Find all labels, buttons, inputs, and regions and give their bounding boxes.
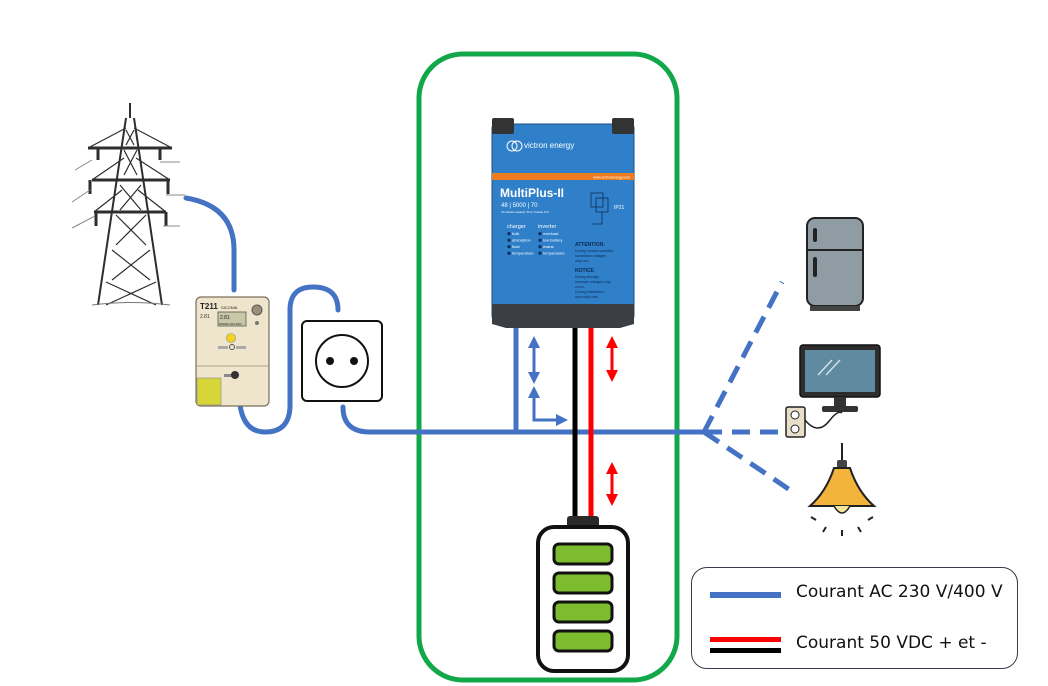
power-outlet-icon [785,406,806,438]
branch-to-fridge [701,280,785,434]
wall-socket-icon [301,320,383,402]
attention-title: ATTENTION: [575,242,605,248]
inverter-subspec: AC transfer capacity: 50 A | Inverter 12… [501,210,549,214]
inverter-website: www.victronenergy.com [593,176,630,180]
charger-led-icon [507,245,511,249]
branch-to-lamp [702,429,792,493]
victron-logo-icon [506,140,523,152]
notice-line: opvoudig oute. [575,295,599,299]
inverter-ip-rating: IP21 [614,205,625,211]
inverter-spec: 48 | 5000 | 70 [501,203,538,209]
battery-cells [552,542,614,653]
battery-cell [552,629,614,653]
power-pylon-icon [71,103,185,306]
battery-cell [552,571,614,595]
legend-ac-swatch [710,592,781,598]
attention-line: hazardous voltages [575,254,606,258]
inverter-led-label: mains [543,244,554,249]
notice-line: During installation, [575,290,605,294]
battery-cell [552,600,614,624]
ac-transfer-symbol-icon [590,192,609,225]
legend-dc-negative-swatch [710,648,781,653]
ac-bypass-arrow [528,386,568,426]
inverter-led-icon [538,245,542,249]
meter-display-line1: 2.81 [220,315,230,321]
ac-flow-arrows [528,336,568,426]
charger-label: charger [507,224,526,230]
ac-wiring [183,195,707,435]
notice-line: occur. [575,285,585,289]
system-boundary [416,51,680,683]
legend-ac-label: Courant AC 230 V/400 V [796,582,1003,602]
charger-led-label: bulk [512,231,519,236]
inverter-led-icon [538,238,542,242]
multiplus-inverter: www.victronenergy.com victron energy Mul… [491,118,635,328]
inverter-brand: victron energy [524,141,574,150]
inverter-label: inverter [538,224,557,230]
television-icon [799,344,881,429]
notice-title: NOTICE [575,268,595,274]
inverter-model: MultiPlus-II [500,186,564,200]
legend-dc-label: Courant 50 VDC + et - [796,633,987,653]
charger-led-label: float [512,244,520,249]
meter-model: T211 [200,302,218,311]
legend-dc-positive-swatch [710,637,781,642]
inverter-led-label: overload [543,231,558,236]
ac-line-pylon-to-meter [183,195,237,293]
ceiling-lamp-icon [807,443,877,536]
inverter-led-icon [538,251,542,255]
electricity-meter: T211 SICONIA 2.81 2.81 000000.024 kWh [195,296,270,407]
charger-led-icon [507,232,511,236]
meter-display-line2: 000000.024 kWh [219,322,242,326]
meter-code: 2.81 [200,314,210,320]
attention-line: may occ. [575,259,589,263]
meter-display [217,311,247,327]
ac-load-branches [701,280,792,493]
attention-line: During normal operation, [575,249,615,253]
refrigerator-icon [806,217,864,311]
inverter-led-label: low battery [543,238,562,243]
meter-brand: SICONIA [221,305,238,310]
legend: Courant AC 230 V/400 V Courant 50 VDC + … [691,567,1018,669]
battery-cell [552,542,614,566]
notice-line: increase voltages may [575,280,611,284]
attention-text: During normal operation,hazardous voltag… [575,249,615,263]
ac-line-meter-to-socket [237,284,341,435]
inverter-led-icon [538,232,542,236]
notice-line: During storage, [575,275,600,279]
inverter-led-label: temperature [543,251,565,256]
charger-led-icon [507,251,511,255]
battery-icon [536,516,630,673]
notice-text: During storage,increase voltages mayoccu… [575,275,611,299]
charger-led-label: absorption [512,238,531,243]
charger-led-label: temperature [512,251,534,256]
ac-line-socket-to-bus [340,404,707,435]
charger-led-icon [507,238,511,242]
